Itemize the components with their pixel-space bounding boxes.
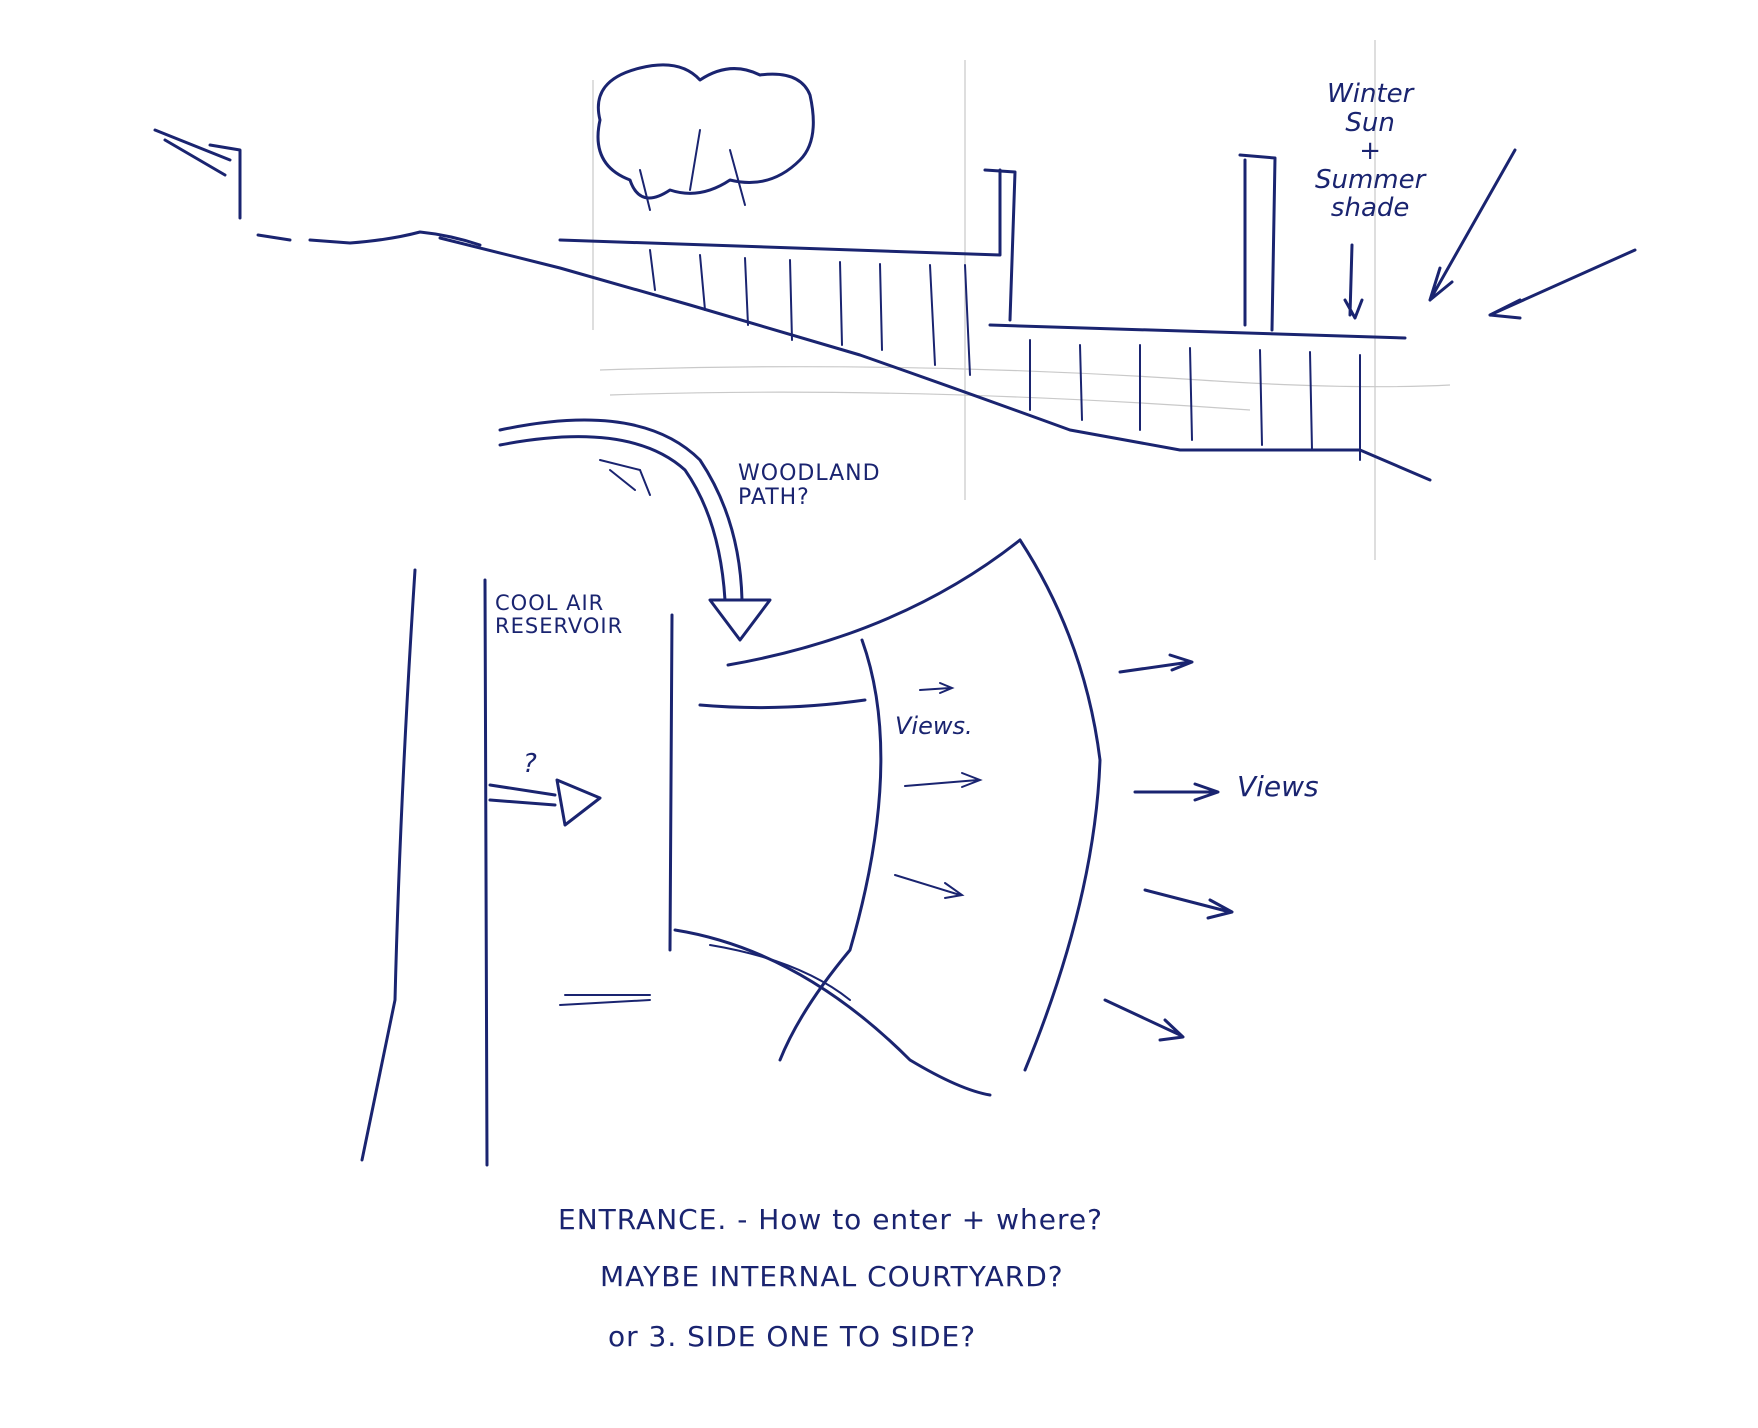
side-note: or 3. SIDE ONE TO SIDE?	[608, 1320, 977, 1353]
woodland-path-label: WOODLAND PATH?	[738, 461, 881, 511]
entrance-note: ENTRANCE. - How to enter + where?	[558, 1203, 1104, 1236]
cool-air-reservoir-label: COOL AIR RESERVOIR	[495, 591, 624, 639]
woodland-path-arrow	[498, 418, 772, 642]
views-label-inner: Views.	[895, 712, 973, 740]
question-mark: ?	[523, 749, 537, 779]
plan-sketch	[360, 538, 1234, 1167]
courtyard-note: MAYBE INTERNAL COURTYARD?	[600, 1260, 1064, 1293]
views-label-outer: Views	[1237, 770, 1319, 803]
elevation-sketch	[153, 63, 1637, 482]
sun-annotation: Winter Sun + Summer shade	[1315, 79, 1426, 224]
